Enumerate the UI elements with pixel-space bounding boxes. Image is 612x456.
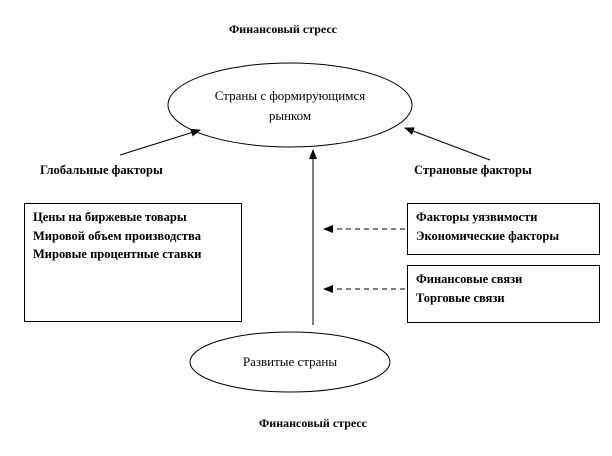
emerging-markets-label: Страны с формирующимся рынком	[214, 88, 366, 123]
developed-countries-label: Развитые страны	[242, 354, 338, 369]
country-factors-heading: Страновые факторы	[414, 163, 532, 177]
global-factors-heading: Глобальные факторы	[40, 163, 163, 177]
vulnerability-factors-box: Факторы уязвимости Экономические факторы	[407, 203, 600, 255]
title-bottom: Финансовый стресс	[259, 416, 368, 430]
country-factor-item: Торговые связи	[416, 290, 505, 305]
title-top: Финансовый стресс	[229, 22, 338, 36]
developed-countries-ellipse	[189, 331, 391, 393]
country-factor-item: Факторы уязвимости	[416, 210, 538, 224]
country-factor-item: Финансовые связи	[416, 272, 523, 286]
links-box: Финансовые связи Торговые связи	[407, 265, 600, 323]
global-factors-box: Цены на биржевые товары Мировой объем пр…	[24, 203, 242, 322]
country-factor-item: Экономические факторы	[416, 228, 560, 243]
emerging-markets-ellipse	[167, 62, 413, 148]
arrow-country-to-emerging	[404, 127, 491, 161]
global-factor-item: Мировые процентные ставки	[33, 247, 202, 261]
global-factor-item: Мировой объем производства	[33, 228, 201, 243]
global-factor-item: Цены на биржевые товары	[33, 210, 187, 224]
arrow-global-to-emerging	[119, 128, 201, 156]
